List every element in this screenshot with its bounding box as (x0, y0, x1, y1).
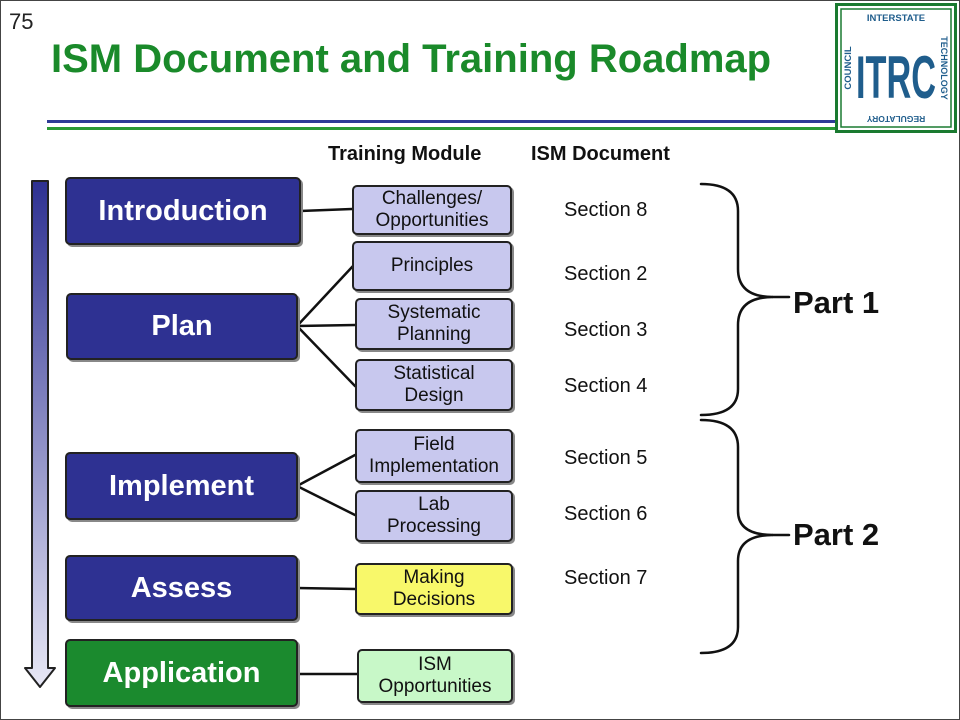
stage-implement: Implement (65, 452, 298, 520)
stage-plan: Plan (66, 293, 298, 360)
logo-top-text: INTERSTATE (867, 13, 925, 24)
module-line: ISM (418, 654, 452, 675)
stage-assess-label: Assess (130, 571, 233, 604)
part-2-label: Part 2 (793, 517, 880, 552)
module-line: Processing (387, 516, 481, 537)
page-title: ISM Document and Training Roadmap (51, 37, 772, 81)
module-line: Opportunities (378, 676, 492, 697)
module-line: Lab (418, 494, 450, 515)
logo-left-text: COUNCIL (843, 46, 854, 89)
part-1-label: Part 1 (793, 285, 880, 320)
connector-plan-systematic (295, 323, 357, 328)
section-2: Section 2 (564, 263, 648, 285)
module-line: Opportunities (375, 210, 489, 231)
connector-plan-principles (295, 264, 355, 328)
itrc-logo: INTERSTATE REGULATORY COUNCIL TECHNOLOGY… (835, 3, 957, 133)
stage-application-label: Application (102, 656, 261, 689)
stage-application: Application (65, 639, 298, 707)
section-6: Section 6 (564, 503, 648, 525)
connector-implement-field (295, 453, 357, 488)
slide-number: 75 (9, 9, 34, 34)
section-3: Section 3 (564, 319, 648, 341)
progress-down-arrow (24, 180, 56, 688)
module-line: Challenges/ (381, 188, 483, 209)
module-line: Planning (397, 324, 471, 345)
module-line: Principles (390, 255, 474, 276)
section-5: Section 5 (564, 447, 648, 469)
section-4: Section 4 (564, 375, 648, 397)
module-line: Statistical (393, 363, 475, 384)
stage-introduction-label: Introduction (98, 194, 268, 227)
part1-brace (699, 182, 774, 417)
logo-right-text: TECHNOLOGY (939, 36, 949, 100)
module-line: Making (403, 567, 465, 588)
section-8: Section 8 (564, 199, 648, 221)
section-7: Section 7 (564, 567, 648, 589)
part2-brace (699, 418, 774, 655)
module-principles: Principles (352, 241, 512, 291)
stage-plan-label: Plan (151, 310, 213, 342)
title-rule-green (47, 127, 847, 130)
logo-itrc-text: ITRC (856, 44, 936, 111)
module-line: Systematic (387, 302, 481, 323)
stage-introduction: Introduction (65, 177, 301, 245)
module-line: Design (404, 385, 464, 406)
module-line: Field (413, 434, 455, 455)
header-ism-document: ISM Document (531, 143, 670, 165)
stage-implement-label: Implement (108, 469, 255, 502)
logo-bottom-text: REGULATORY (866, 114, 925, 124)
connector-introduction (298, 207, 354, 213)
stage-assess: Assess (65, 555, 298, 621)
connector-assess (295, 586, 357, 591)
module-line: Decisions (392, 589, 476, 610)
connector-plan-statistical (295, 324, 357, 388)
itrc-logo-graphic: INTERSTATE REGULATORY COUNCIL TECHNOLOGY… (840, 8, 952, 128)
title-rule-blue (47, 120, 847, 123)
module-line: Implementation (369, 456, 499, 477)
connector-implement-lab (295, 484, 357, 517)
header-training-module: Training Module (328, 143, 482, 165)
module-challenges-opportunities: Challenges/Opportunities (352, 185, 512, 235)
